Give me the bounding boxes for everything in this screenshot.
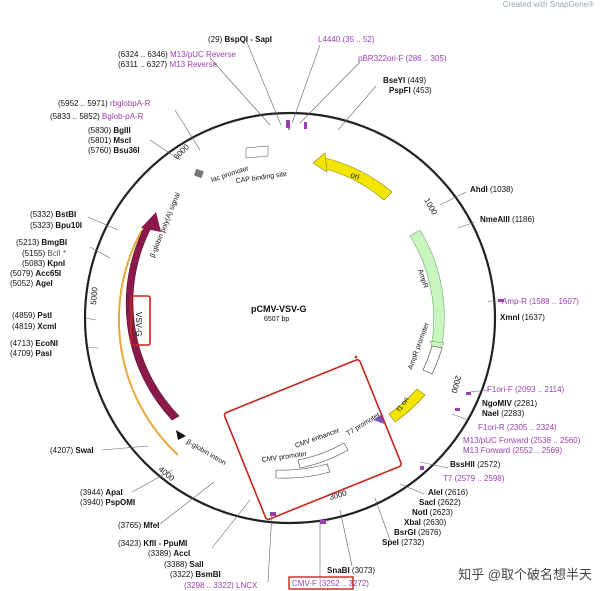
label-snabi: SnaBI (3073)	[327, 566, 376, 575]
label-spei: SpeI (2732)	[382, 538, 425, 547]
label-nmeaiii: NmeAIII (1186)	[480, 215, 535, 224]
backbone-circle	[83, 111, 497, 525]
label-bstbi: (5332) BstBI	[30, 210, 77, 219]
cmv-f-highlight-box	[288, 576, 354, 590]
label-m13-forward: M13 Forward (2552 .. 2569)	[463, 446, 563, 455]
plasmid-size: 6507 bp	[264, 316, 290, 323]
label-pspomi: (3940) PspOMI	[80, 498, 136, 507]
label-f1ori-f: F1ori-F (2093 .. 2114)	[487, 385, 565, 394]
beta-globin-intron-label: β-globin intron	[185, 439, 227, 467]
label-kpni: (5083) KpnI	[22, 259, 66, 268]
cmv-highlight-box	[223, 358, 402, 521]
polya-marker	[193, 168, 204, 179]
vsv-g-label: VSV-G	[134, 312, 143, 336]
label-acc65i: (5079) Acc65I	[10, 269, 62, 278]
label-m13-reverse: (6311 .. 6327) M13 Reverse	[118, 60, 218, 69]
label-amp-r: Amp-R (1588 .. 1607)	[502, 297, 579, 306]
label-naei: NaeI (2283)	[482, 409, 525, 418]
orange-feature-arc	[117, 229, 179, 456]
label-pasi: (4709) PasI	[10, 349, 52, 358]
plasmid-name: pCMV-VSV-G	[251, 304, 307, 314]
tick-label-6000: 6000	[172, 142, 191, 161]
label-m13puc-forward: M13/pUC Forward (2538 .. 2560)	[463, 436, 581, 445]
label-ngomiv: NgoMIV (2281)	[482, 399, 538, 408]
label-bsshii: BssHII (2572)	[450, 460, 501, 469]
label-agei: (5052) AgeI	[10, 279, 53, 288]
tick-label-5000: 5000	[89, 286, 100, 305]
cmv-promoter-arrow	[275, 463, 331, 479]
vsv-g-arrowhead	[141, 212, 161, 232]
label-mfei: (3765) MfeI	[118, 521, 160, 530]
t7-promoter-label: T7 promoter	[345, 411, 382, 437]
label-bseyi: BseYI (449)	[383, 76, 427, 85]
label-m13puc-reverse: (6324 .. 6346) M13/pUC Reverse	[118, 50, 236, 59]
label-bpu10i: (5323) Bpu10I	[30, 221, 83, 230]
beta-globin-intron-marker	[176, 430, 186, 440]
vsv-g-highlight-box	[130, 295, 151, 346]
red-dot	[354, 355, 358, 359]
ori-arrowhead	[312, 152, 328, 173]
label-xmni: XmnI (1637)	[500, 313, 545, 322]
leader-lines-right	[291, 44, 496, 580]
cmv-enhancer-arrow	[297, 442, 349, 469]
zhihu-watermark: 知乎 @取个破名想半天	[458, 567, 592, 582]
label-xbai: XbaI (2630)	[404, 518, 447, 527]
label-msci: (5801) MscI	[88, 136, 132, 145]
label-sali: (3388) SalI	[164, 560, 204, 569]
label-rbglobpa-r: (5952 .. 5971) rbglobpA-R	[58, 99, 151, 108]
label-bsu36i: (5760) Bsu36I	[88, 146, 140, 155]
label-apai: (3944) ApaI	[80, 488, 123, 497]
lac-promoter-arrow	[245, 145, 269, 159]
ori-arrow	[321, 157, 393, 201]
label-xcmi: (4819) XcmI	[12, 322, 57, 331]
snapgene-watermark: Created with SnapGene®	[502, 0, 594, 9]
label-bmgbi: (5213) BmgBI	[16, 238, 68, 247]
label-alei: AleI (2616)	[428, 488, 469, 497]
label-t7: T7 (2579 .. 2598)	[443, 474, 505, 483]
ori-label: ori	[349, 170, 360, 181]
label-swai: (4207) SwaI	[50, 446, 94, 455]
leader-lines-left	[85, 39, 282, 583]
label-pbr322ori-f: pBR322ori-F (286 .. 305)	[358, 54, 447, 63]
label-saci: SacI (2622)	[419, 498, 461, 507]
label-bglob-pa-r: (5833 .. 5852) Bglob-pA-R	[50, 112, 144, 121]
label-bspqi: (29) BspQI - SapI	[208, 35, 273, 44]
label-ahdi: AhdI (1038)	[470, 185, 514, 194]
label-psti: (4859) PstI	[12, 311, 53, 320]
label-bsmbi: (3322) BsmBI	[170, 570, 221, 579]
label-l4440: L4440 (35 .. 52)	[318, 35, 375, 44]
label-f1ori-r: F1ori-R (2305 .. 2324)	[478, 423, 557, 432]
label-kfli-ppumi: (3423) KflI - PpuMI	[118, 539, 188, 548]
tick-label-2000: 2000	[449, 374, 462, 394]
label-bglii: (5830) BglII	[88, 126, 131, 135]
label-econi: (4713) EcoNI	[10, 339, 59, 348]
ampr-promoter-arrow	[422, 345, 443, 375]
cmv-enhancer-label: CMV enhancer	[294, 427, 341, 450]
f1-ori-arrow	[388, 388, 426, 423]
label-pspfi: PspFI (453)	[389, 86, 432, 95]
label-cmv-f: CMV-F (3252 .. 3272)	[292, 579, 369, 588]
tick-label-1000: 1000	[422, 197, 439, 217]
label-bcli: (5155) BclI *	[22, 249, 67, 258]
label-noti: NotI (2623)	[412, 508, 453, 517]
site-markers	[270, 120, 504, 524]
label-bsrgi: BsrGI (2676)	[394, 528, 442, 537]
label-acci: (3389) AccI	[148, 549, 191, 558]
label-lncx: (3298 .. 3322) LNCX	[184, 581, 258, 590]
